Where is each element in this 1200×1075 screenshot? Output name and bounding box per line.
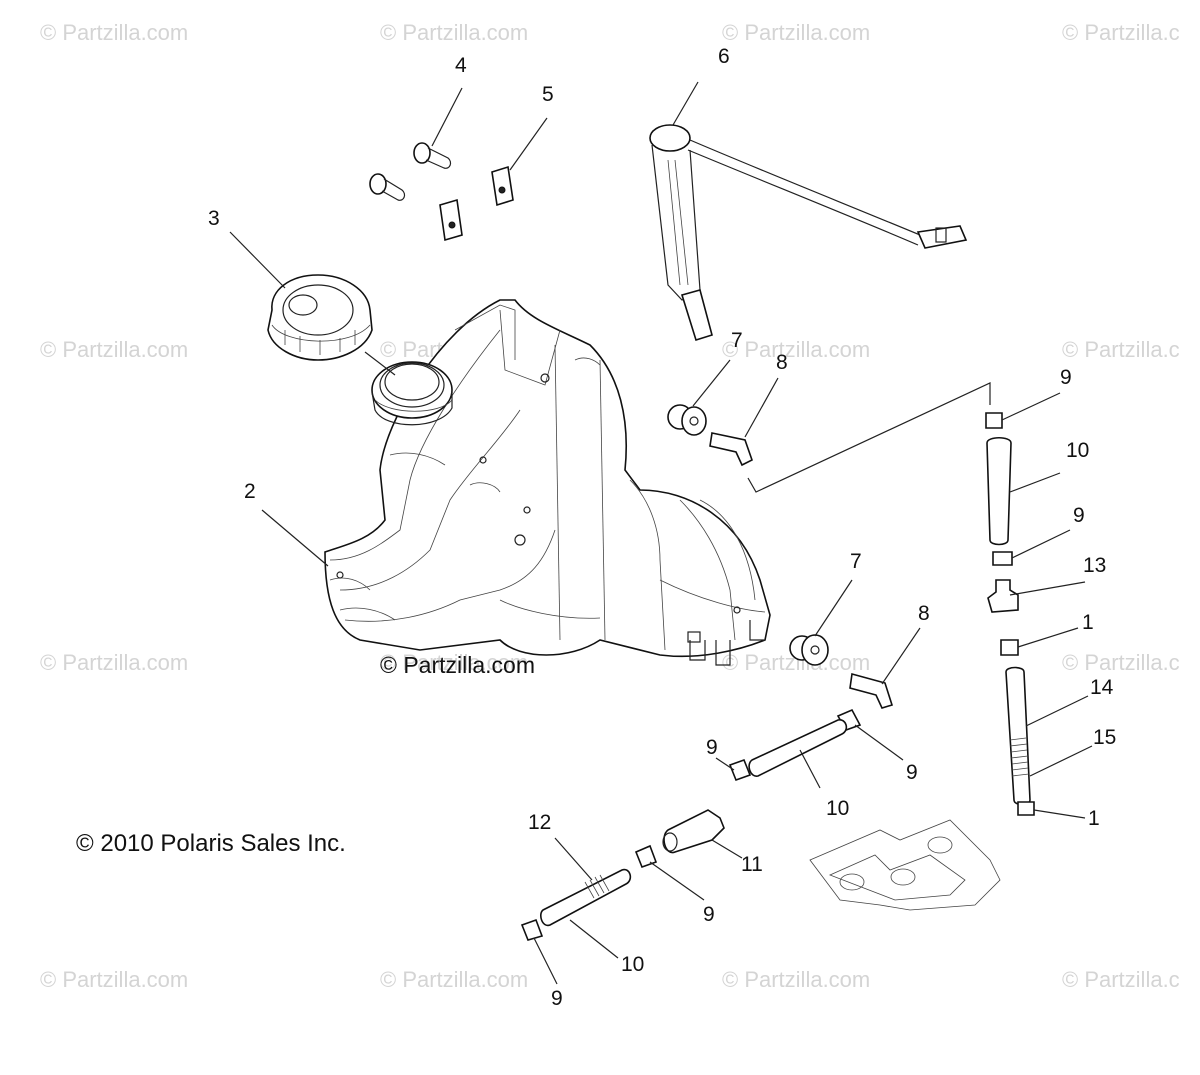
callout-10: 10 [826, 797, 850, 820]
callout-10: 10 [1066, 439, 1090, 462]
fuel-cap [267, 274, 373, 361]
callout-9: 9 [1060, 366, 1072, 389]
callout-9: 9 [551, 987, 563, 1010]
watermark: © Partzilla.com [380, 967, 529, 992]
callout-1: 1 [1088, 807, 1100, 830]
watermark: © Partzilla.com [40, 337, 189, 362]
callout-7: 7 [850, 550, 862, 573]
watermark: © Partzilla.com [40, 967, 189, 992]
watermark: © Partzilla.com [722, 337, 871, 362]
watermark: © Partzilla.com [40, 20, 189, 45]
callout-4: 4 [455, 54, 467, 77]
watermark: © Partzilla.c [1062, 337, 1180, 362]
fuel-sender [649, 124, 968, 342]
watermark: © Partzilla.c [1062, 650, 1180, 675]
bolt [369, 142, 452, 201]
vent-line-leader [747, 382, 991, 493]
elbow-fitting [709, 432, 894, 709]
center-watermark: © Partzilla.com [380, 652, 535, 678]
callout-5: 5 [542, 83, 554, 106]
callout-2: 2 [244, 480, 256, 503]
callout-1: 1 [1082, 611, 1094, 634]
callout-9: 9 [1073, 504, 1085, 527]
fuel-line-assembly [520, 708, 862, 941]
callout-15: 15 [1093, 726, 1117, 749]
callout-6: 6 [718, 45, 730, 68]
watermark: © Partzilla.com [722, 967, 871, 992]
callout-11: 11 [741, 853, 763, 876]
mounting-plate [809, 819, 1001, 911]
callout-9: 9 [906, 761, 918, 784]
callout-7: 7 [731, 329, 743, 352]
watermark: © Partzilla.com [380, 650, 529, 675]
copyright-notice: © 2010 Polaris Sales Inc. [76, 830, 346, 857]
callout-8: 8 [776, 351, 788, 374]
leader-lines [229, 81, 1093, 985]
callout-12: 12 [528, 811, 552, 834]
watermark: © Partzilla.com [380, 20, 529, 45]
watermark: © Partzilla.c [1062, 20, 1180, 45]
watermark: © Partzilla.com [722, 20, 871, 45]
fuel-tank [324, 299, 771, 666]
callout-13: 13 [1083, 554, 1107, 577]
vent-hose-assembly [985, 412, 1035, 816]
watermark: © Partzilla.com [40, 650, 189, 675]
callout-14: 14 [1090, 676, 1114, 699]
clip-nut [439, 165, 514, 242]
callout-10: 10 [621, 953, 645, 976]
callout-9: 9 [706, 736, 718, 759]
callout-9: 9 [703, 903, 715, 926]
callout-3: 3 [208, 207, 220, 230]
callout-8: 8 [918, 602, 930, 625]
watermark: © Partzilla.c [1062, 967, 1180, 992]
